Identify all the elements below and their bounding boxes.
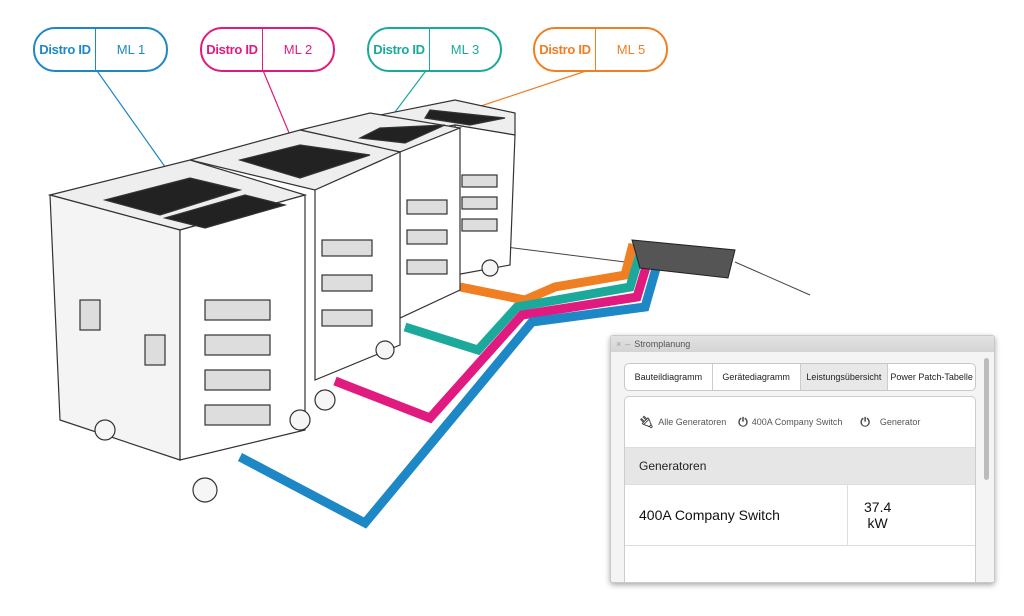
- power-value: 37.4: [864, 499, 892, 515]
- distro-case-ml2: [189, 129, 402, 381]
- distro-label-ml5: Distro ID ML 5: [533, 27, 668, 72]
- filter-label: 400A Company Switch: [751, 417, 843, 427]
- leader-line-ml2: [261, 67, 293, 141]
- window-title: Stromplanung: [634, 339, 691, 349]
- power-unit: kW: [867, 515, 888, 531]
- power-icon: ⏻: [860, 414, 870, 429]
- cable-bundle: [631, 239, 736, 279]
- cable-ml1: [237, 242, 668, 529]
- plug-icon: 🔌︎: [639, 415, 655, 429]
- filter-bar: 🔌︎Alle Generatoren ⏻400A Company Switch …: [625, 397, 975, 447]
- distro-id-value: ML 3: [450, 42, 480, 57]
- distro-label-ml1: Distro ID ML 1: [33, 27, 168, 72]
- power-overview-panel: 🔌︎Alle Generatoren ⏻ 400A Company Switch …: [624, 396, 976, 582]
- distro-label-ml2: Distro ID ML 2: [200, 27, 335, 72]
- distro-label-ml3: Distro ID ML 3: [367, 27, 502, 72]
- distro-id-value: ML 2: [283, 42, 313, 57]
- filter-400a-company-switch[interactable]: ⏻400A Company Switch: [738, 415, 842, 430]
- power-icon: ⏻: [738, 414, 748, 429]
- distro-id-key: Distro ID: [206, 42, 258, 57]
- title-bar: × – Stromplanung: [611, 336, 994, 352]
- section-header: Generatoren: [625, 447, 975, 485]
- cable-ml2: [333, 242, 658, 424]
- cable-ml3: [403, 242, 648, 356]
- distro-id-value: ML 1: [116, 42, 146, 57]
- minimize-icon[interactable]: –: [625, 339, 631, 349]
- generator-power: 37.4 kW: [848, 485, 891, 545]
- filter-label: Generator: [879, 417, 921, 427]
- distro-id-key: Distro ID: [373, 42, 425, 57]
- filter-label: Alle Generatoren: [658, 417, 727, 427]
- generator-name: 400A Company Switch: [625, 485, 848, 545]
- tab-bauteildiagramm[interactable]: Bauteildiagramm: [625, 364, 713, 390]
- distro-id-value: ML 5: [616, 42, 646, 57]
- tab-leistungsuebersicht[interactable]: Leistungsübersicht: [800, 364, 889, 390]
- close-icon[interactable]: ×: [616, 339, 622, 349]
- distro-id-key: Distro ID: [539, 42, 591, 57]
- filter-alle-generatoren[interactable]: 🔌︎Alle Generatoren: [639, 415, 726, 429]
- distro-id-key: Distro ID: [39, 42, 91, 57]
- tab-bar: Bauteildiagramm Gerätediagramm Leistungs…: [624, 363, 976, 391]
- scrollbar[interactable]: [984, 358, 989, 480]
- filter-generator[interactable]: ⏻ Generator: [860, 415, 920, 430]
- distro-case-ml1: [47, 159, 499, 503]
- table-row[interactable]: 400A Company Switch 37.4 kW: [625, 485, 975, 546]
- distro-case-ml3: [299, 112, 463, 319]
- stromplanung-window: × – Stromplanung Bauteildiagramm Geräted…: [610, 335, 995, 583]
- tab-geraetediagramm[interactable]: Gerätediagramm: [713, 364, 801, 390]
- tab-power-patch-tabelle[interactable]: Power Patch-Tabelle: [890, 372, 973, 382]
- cable-ml5: [459, 242, 638, 305]
